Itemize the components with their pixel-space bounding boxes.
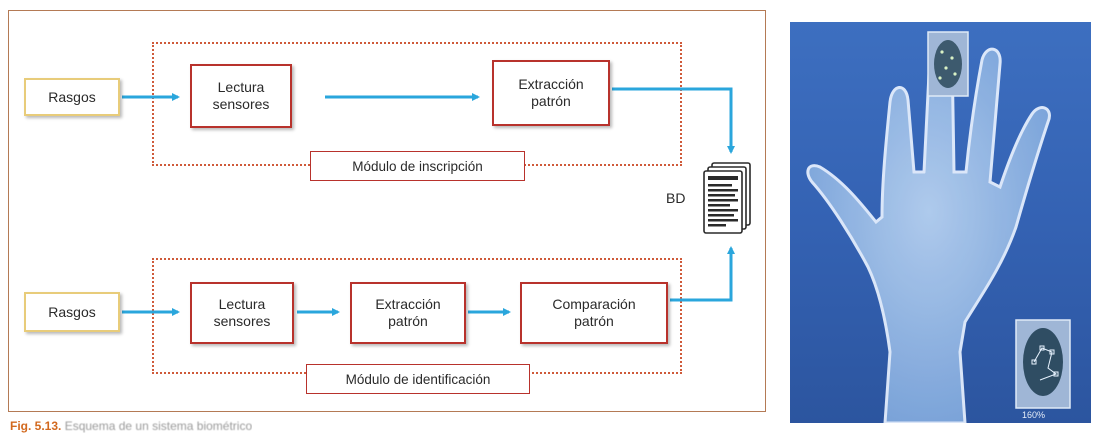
comparacion-patron-label: Comparación patrón [552, 296, 636, 329]
figure-caption: Fig. 5.13. Esquema de un sistema biométr… [10, 419, 252, 433]
hand-scan-icon [806, 31, 1071, 423]
identification-module-label: Módulo de identificación [306, 364, 530, 394]
arrow-extraccion-to-bd [612, 87, 735, 154]
lectura-sensores-label-top: Lectura sensores [212, 79, 270, 112]
enrollment-module-label: Módulo de inscripción [310, 151, 525, 181]
extraccion-patron-label-top: Extracción patrón [518, 76, 584, 109]
diagram-frame [8, 10, 766, 412]
extraccion-patron-box-bottom: Extracción patrón [350, 282, 466, 344]
rasgos-label-top: Rasgos [48, 88, 96, 105]
identification-module-text: Módulo de identificación [345, 371, 491, 387]
extraccion-patron-box-top: Extracción patrón [492, 60, 610, 126]
lectura-sensores-box-bottom: Lectura sensores [190, 282, 294, 344]
lectura-sensores-box-top: Lectura sensores [190, 64, 292, 128]
comparacion-patron-box: Comparación patrón [520, 282, 668, 344]
enrollment-module-text: Módulo de inscripción [352, 158, 483, 174]
zoom-label: 160% [1022, 410, 1046, 420]
rasgos-box-top: Rasgos [24, 78, 120, 116]
figure-number: Fig. 5.13. [10, 419, 62, 433]
document-stack-icon [703, 162, 751, 234]
extraccion-patron-label-bottom: Extracción patrón [375, 296, 441, 329]
flow-arrows [122, 87, 751, 316]
arrow-comparacion-to-bd [670, 246, 735, 302]
figure-caption-text: Esquema de un sistema biométrico [64, 419, 253, 433]
hand-scan-photo [790, 22, 1091, 423]
rasgos-label-bottom: Rasgos [48, 303, 96, 320]
lectura-sensores-label-bottom: Lectura sensores [213, 296, 271, 329]
rasgos-box-bottom: Rasgos [24, 292, 120, 332]
bd-label: BD [666, 190, 686, 206]
